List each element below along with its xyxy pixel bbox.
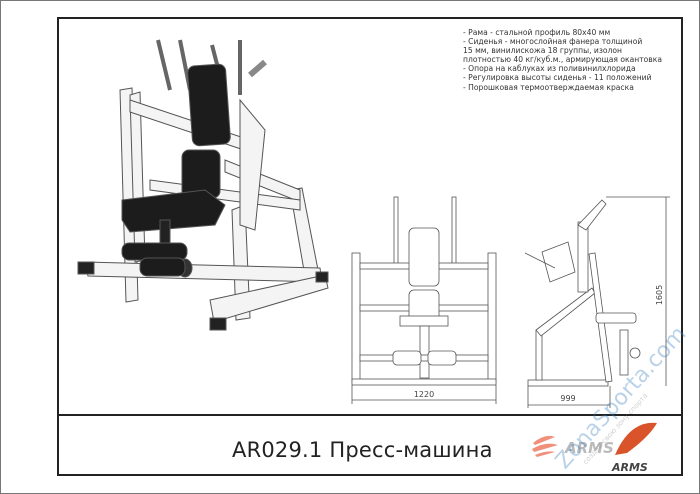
spec-list: - Рама - стальной профиль 80х40 мм - Сид… [463,28,662,92]
product-title: AR029.1 Пресс-машина [232,438,493,462]
logo-text-bottom: ARMS [611,461,648,474]
spec-line: - Опора на каблуках из поливинилхлорида [463,64,636,74]
logo-text-top: ARMS [564,439,614,457]
machine-render [77,39,329,331]
drawing-frame [57,17,683,476]
side-view-drawing [524,196,670,408]
side-depth-dimension: 999 [560,394,575,403]
spec-line: 15 мм, винилискожа 18 группы, изолон [463,46,622,56]
front-view-drawing [351,196,497,404]
height-dimension: 1605 [655,285,664,305]
front-width-dimension: 1220 [414,390,434,399]
spec-line: - Регулировка высоты сиденья - 11 положе… [463,73,652,83]
spec-line: плотностью 40 кг/куб.м., армирующая окан… [463,55,663,65]
spec-line: - Сиденья - многослойная фанера толщиной [463,37,643,47]
title-block-divider [57,414,681,416]
spec-line: - Порошковая термоотверждаемая краска [463,82,634,92]
arms-logo: ARMS ARMS [532,422,657,474]
spec-line: - Рама - стальной профиль 80х40 мм [463,28,611,37]
